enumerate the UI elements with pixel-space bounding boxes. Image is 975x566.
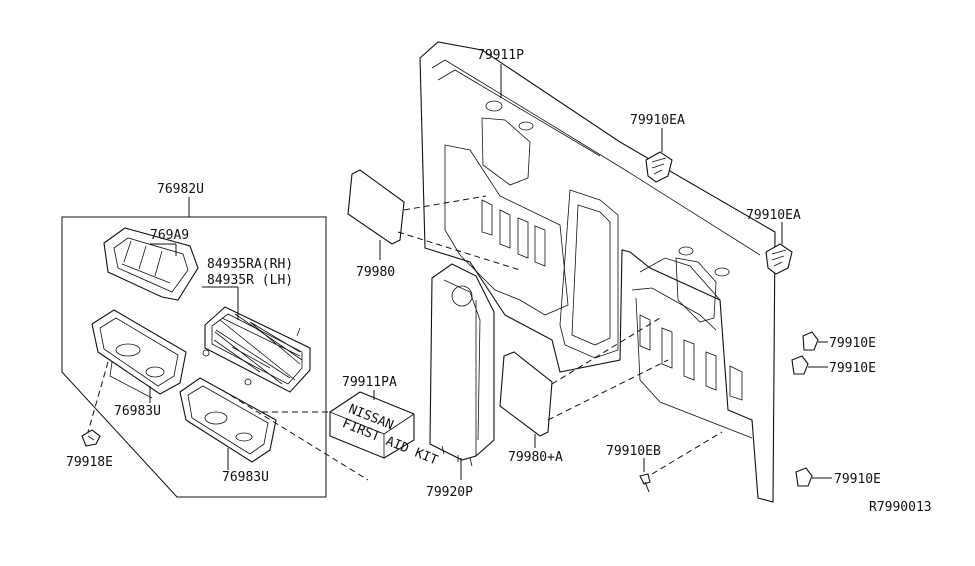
label-79910e-1: 79910E (829, 336, 876, 351)
group-frame (61, 216, 327, 498)
clip-79910ea-lower (765, 222, 793, 275)
label-79920p: 79920P (426, 485, 473, 500)
label-76982u: 76982U (157, 182, 204, 197)
screw-79918e (81, 429, 101, 447)
label-76983u-upper: 76983U (114, 404, 161, 419)
clip-79910e-3 (795, 467, 832, 487)
label-84935r: 84935R (LH) (207, 273, 293, 288)
label-79918e: 79918E (66, 455, 113, 470)
label-79980: 79980 (356, 265, 395, 280)
label-79980a: 79980+A (508, 450, 563, 465)
side-trim-79920p (429, 263, 495, 480)
cover-79980 (347, 169, 521, 271)
label-79910eb: 79910EB (606, 444, 661, 459)
label-76983u-lower: 76983U (222, 470, 269, 485)
first-aid-kit-79911pa: NISSAN FIRST AID KIT (329, 390, 440, 468)
back-panel-79911p (419, 41, 776, 503)
label-79910ea-upper: 79910EA (630, 113, 685, 128)
label-79910ea-lower: 79910EA (746, 208, 801, 223)
cover-79980a (499, 317, 669, 448)
label-84935ra: 84935RA(RH) (207, 257, 293, 272)
label-769a9: 769A9 (150, 228, 189, 243)
bin-76983u-lower (179, 377, 277, 463)
bin-76983u-upper (91, 309, 187, 399)
clip-79910eb (639, 431, 723, 493)
tray-769a9 (103, 227, 199, 301)
label-79910e-2: 79910E (829, 361, 876, 376)
label-79911p: 79911P (477, 48, 524, 63)
clip-79910e-1 (802, 331, 828, 351)
clip-79910ea-upper (645, 128, 673, 183)
storage-box-group (61, 197, 369, 498)
net-84935 (202, 306, 311, 393)
diagram-id: R7990013 (869, 500, 932, 515)
label-79911pa: 79911PA (342, 375, 397, 390)
label-79910e-3: 79910E (834, 472, 881, 487)
clip-79910e-2 (791, 355, 828, 375)
